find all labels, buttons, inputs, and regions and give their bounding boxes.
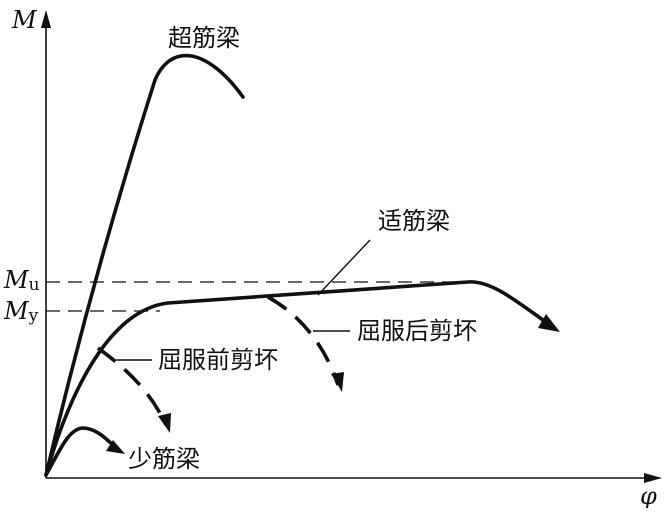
over-reinforced-label: 超筋梁: [168, 24, 240, 52]
shear-after-yield-curve: [267, 295, 340, 386]
y-axis-label: M: [11, 6, 38, 34]
shear-before-yield-label: 屈服前剪坏: [158, 346, 278, 374]
x-axis-label: φ: [640, 482, 657, 508]
shear-before-yield-curve: [96, 346, 168, 426]
over-reinforced-curve: [44, 53, 245, 477]
balanced-curve: [44, 280, 545, 477]
my-label: My: [3, 297, 39, 326]
y-axis: [41, 10, 51, 478]
under-reinforced-label: 少筋梁: [128, 445, 200, 473]
balanced-arrowhead: [538, 314, 560, 332]
shear-after-yield-label: 屈服后剪坏: [357, 317, 477, 345]
x-axis: [46, 473, 662, 483]
balanced-label: 适筋梁: [378, 207, 450, 235]
shear-before-yield-arrowhead: [158, 413, 171, 433]
mu-label: Mu: [3, 266, 40, 295]
under-reinforced-curve: [44, 426, 115, 477]
balanced-leader: [317, 239, 371, 296]
under-reinforced-arrowhead: [106, 440, 125, 454]
shear-after-yield-arrowhead: [331, 372, 344, 392]
